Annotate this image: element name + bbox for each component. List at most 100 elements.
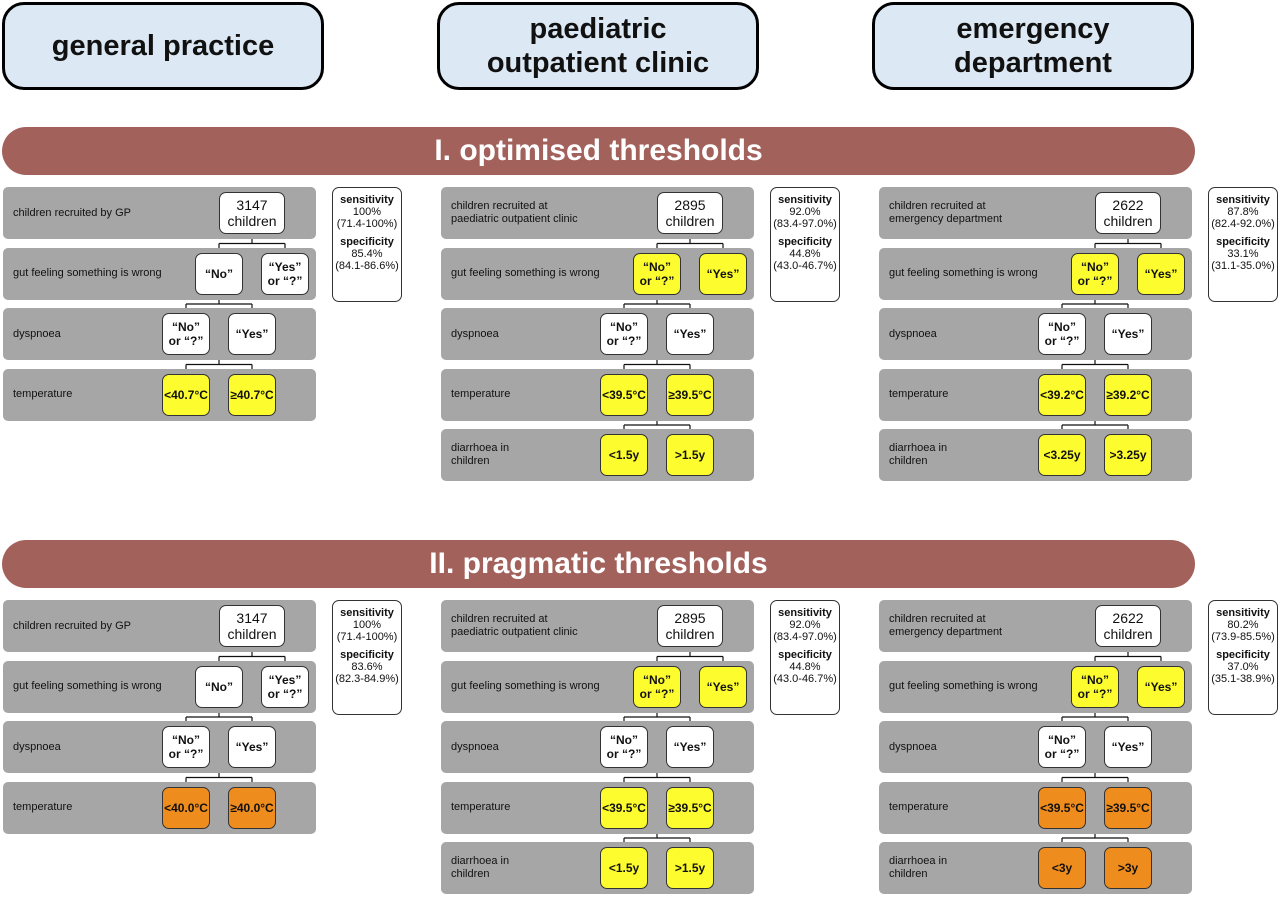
option-right: “Yes” (666, 313, 714, 355)
specificity-label: specificity (340, 649, 394, 661)
sensitivity-ci: (71.4-100%) (336, 631, 398, 643)
sensitivity-value: 92.0% (789, 206, 821, 218)
row-label: diarrhoea in children (451, 855, 510, 880)
option-left: <39.5°C (600, 786, 648, 829)
option-right: >3.25y (1104, 434, 1152, 476)
option-left: “No” or “?” (1071, 665, 1119, 708)
row-label: dyspnoea (451, 327, 499, 340)
row-label: gut feeling something is wrong (889, 680, 1038, 692)
sensitivity-value: 92.0% (789, 619, 821, 631)
row-label: dyspnoea (451, 740, 499, 753)
option-right: ≥39.5°C (1104, 786, 1152, 829)
option-left: <40.0°C (162, 786, 210, 829)
root-node: 2622 children (1095, 605, 1161, 647)
root-node: 2895 children (657, 605, 723, 647)
option-right: “Yes” (699, 252, 747, 295)
row-label: children recruited at paediatric outpati… (451, 200, 578, 225)
option-left: “No” or “?” (633, 252, 681, 295)
specificity-ci: (43.0-46.7%) (773, 260, 837, 272)
option-left: “No” or “?” (162, 313, 210, 355)
specificity-ci: (31.1-35.0%) (1211, 260, 1275, 272)
option-right: “Yes” (666, 726, 714, 768)
row-label: diarrhoea in children (451, 442, 510, 467)
option-left: “No” or “?” (1038, 313, 1086, 355)
specificity-ci: (43.0-46.7%) (773, 673, 837, 685)
sensitivity-label: sensitivity (778, 194, 832, 206)
row-label: temperature (889, 388, 949, 400)
specificity-value: 83.6% (351, 661, 383, 673)
option-right: “Yes” (228, 313, 276, 355)
specificity-ci: (84.1-86.6%) (335, 260, 399, 272)
option-right: “Yes” or “?” (261, 252, 309, 295)
specificity-value: 85.4% (351, 248, 383, 260)
row-label: dyspnoea (13, 327, 61, 340)
option-right: ≥39.5°C (666, 373, 714, 416)
option-left: <39.5°C (1038, 786, 1086, 829)
option-left: “No” or “?” (162, 726, 210, 768)
row-label: gut feeling something is wrong (451, 680, 600, 692)
section-banner-optimised: I. optimised thresholds (2, 127, 1195, 175)
specificity-label: specificity (778, 649, 832, 661)
option-right: “Yes” or “?” (261, 665, 309, 708)
specificity-value: 33.1% (1227, 248, 1259, 260)
row-label: gut feeling something is wrong (451, 267, 600, 279)
option-left: “No” or “?” (633, 665, 681, 708)
sensitivity-label: sensitivity (340, 607, 394, 619)
option-right: ≥39.5°C (666, 786, 714, 829)
option-right: ≥40.7°C (228, 373, 276, 416)
root-node: 3147 children (219, 605, 285, 647)
sensitivity-label: sensitivity (1216, 607, 1270, 619)
option-right: >3y (1104, 847, 1152, 889)
option-left: “No” or “?” (1071, 252, 1119, 295)
row-label: children recruited at emergency departme… (889, 200, 1003, 225)
option-right: “Yes” (1137, 252, 1185, 295)
row-label: diarrhoea in children (889, 855, 948, 880)
row-label: gut feeling something is wrong (13, 680, 162, 692)
sensitivity-value: 87.8% (1227, 206, 1259, 218)
option-left: <3y (1038, 847, 1086, 889)
specificity-ci: (35.1-38.9%) (1211, 673, 1275, 685)
row-label: children recruited by GP (13, 619, 131, 632)
row-label: children recruited at paediatric outpati… (451, 613, 578, 638)
sensitivity-ci: (82.4-92.0%) (1211, 218, 1275, 230)
section-banner-pragmatic: II. pragmatic thresholds (2, 540, 1195, 588)
setting-general-practice: general practice (2, 2, 324, 90)
specificity-label: specificity (778, 236, 832, 248)
option-left: <1.5y (600, 847, 648, 889)
row-label: temperature (451, 388, 511, 400)
option-left: “No” or “?” (600, 726, 648, 768)
row-label: dyspnoea (13, 740, 61, 753)
option-left: “No” or “?” (600, 313, 648, 355)
root-node: 3147 children (219, 192, 285, 234)
sensitivity-ci: (83.4-97.0%) (773, 218, 837, 230)
option-left: <40.7°C (162, 373, 210, 416)
sensitivity-label: sensitivity (1216, 194, 1270, 206)
setting-emergency-department: emergency department (872, 2, 1194, 90)
option-right: “Yes” (228, 726, 276, 768)
option-left: <39.5°C (600, 373, 648, 416)
specificity-value: 44.8% (789, 661, 821, 673)
row-label: dyspnoea (889, 740, 937, 753)
sensitivity-ci: (73.9-85.5%) (1211, 631, 1275, 643)
row-label: children recruited by GP (13, 206, 131, 219)
row-label: temperature (451, 801, 511, 813)
specificity-value: 37.0% (1227, 661, 1259, 673)
option-left: <39.2°C (1038, 373, 1086, 416)
option-right: “Yes” (1137, 665, 1185, 708)
root-node: 2622 children (1095, 192, 1161, 234)
specificity-label: specificity (340, 236, 394, 248)
sensitivity-label: sensitivity (778, 607, 832, 619)
option-right: >1.5y (666, 434, 714, 476)
row-label: temperature (889, 801, 949, 813)
sensitivity-value: 80.2% (1227, 619, 1259, 631)
row-label: children recruited at emergency departme… (889, 613, 1003, 638)
option-right: ≥40.0°C (228, 786, 276, 829)
sensitivity-ci: (83.4-97.0%) (773, 631, 837, 643)
row-label: temperature (13, 801, 73, 813)
option-right: “Yes” (699, 665, 747, 708)
